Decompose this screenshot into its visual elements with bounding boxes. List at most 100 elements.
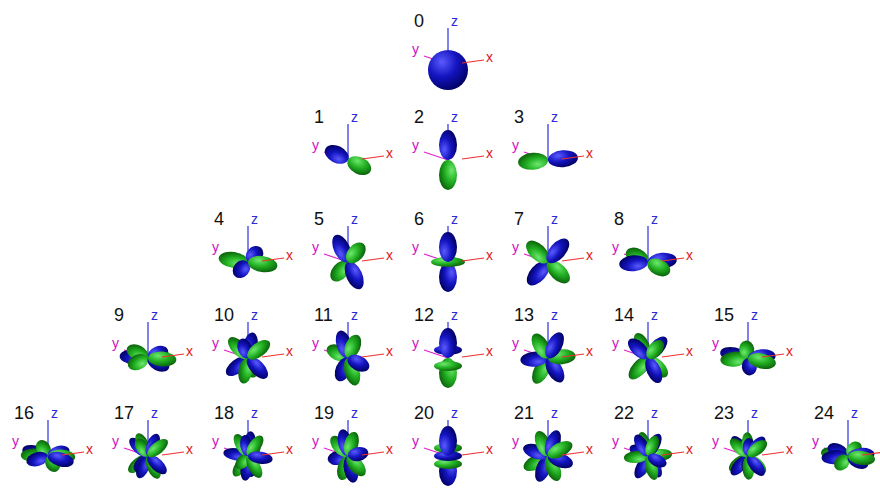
x-axis (862, 452, 880, 455)
orbital-shape (222, 331, 273, 385)
orbital-lobe (545, 437, 575, 462)
orbital-number: 9 (114, 306, 124, 324)
axis-label: x (386, 146, 393, 160)
x-axis (362, 156, 384, 159)
axis-label: z (551, 212, 558, 226)
orbital-shape (434, 426, 462, 486)
axis-label: z (151, 406, 158, 420)
orbital-number: 11 (314, 306, 333, 324)
axis-label: y (512, 434, 519, 448)
orbital-number: 8 (614, 210, 624, 228)
axis-label: x (86, 442, 93, 456)
axis-label: x (486, 146, 493, 160)
orbital-lobe (342, 239, 370, 268)
orbital-shape (125, 431, 171, 481)
axis-label: y (312, 434, 319, 448)
orbital-lobe (744, 437, 770, 461)
axis-label: z (51, 406, 58, 420)
axis-label: y (812, 434, 819, 448)
axis-label: y (412, 138, 419, 152)
axis-label: y (712, 434, 719, 448)
axis-label: x (586, 442, 593, 456)
axis-label: z (551, 308, 558, 322)
axis-label: z (651, 212, 658, 226)
axis-label: x (486, 50, 493, 64)
orbital-lobe (247, 450, 273, 465)
orbital-lobe (643, 333, 671, 363)
orbital-shape (434, 328, 462, 388)
orbital-shape (719, 340, 778, 377)
axis-label: y (12, 434, 19, 448)
orbital-shape (522, 234, 574, 289)
axis-label: z (251, 406, 258, 420)
axis-label: x (686, 344, 693, 358)
orbital-lobe (645, 451, 669, 471)
orbital-number: 3 (514, 108, 524, 126)
axis-label: x (586, 344, 593, 358)
orbital-lobe (439, 426, 457, 456)
axis-label: z (451, 110, 458, 124)
orbital-lobe (517, 152, 548, 171)
x-axis (562, 354, 584, 357)
orbital-shape (521, 428, 575, 484)
x-axis (462, 258, 484, 261)
orbital-shape (624, 330, 671, 385)
x-axis (162, 354, 184, 357)
axis-label: z (551, 406, 558, 420)
axis-label: y (512, 336, 519, 350)
orbital-number: 12 (414, 306, 434, 324)
axis-label: x (286, 248, 293, 262)
orbital-shape (326, 428, 369, 484)
x-axis (462, 156, 484, 159)
orbital-number: 4 (214, 210, 224, 228)
axis-label: z (451, 212, 458, 226)
axis-label: z (751, 308, 758, 322)
axis-label: y (212, 336, 219, 350)
orbital-shape (218, 242, 279, 281)
x-axis (362, 354, 384, 357)
axis-label: x (386, 344, 393, 358)
orbital-lobe (439, 130, 457, 160)
axis-label: z (251, 308, 258, 322)
orbital-lobe (439, 328, 457, 358)
axis-label: y (412, 434, 419, 448)
orbital-number: 2 (414, 108, 424, 126)
axis-label: z (351, 110, 358, 124)
orbital-lobe (439, 232, 457, 262)
orbital-lobe (746, 351, 777, 372)
axis-label: y (112, 336, 119, 350)
orbital-number: 5 (314, 210, 324, 228)
orbital-number: 15 (714, 306, 734, 324)
orbital-lobe (344, 152, 374, 178)
orbital-shape (326, 232, 369, 292)
axis-label: y (612, 336, 619, 350)
z-axis (547, 124, 548, 160)
x-axis (562, 452, 584, 455)
orbital-number: 20 (414, 404, 434, 422)
x-axis (662, 452, 684, 455)
orbital-lobe (643, 337, 668, 363)
axis-label: z (351, 308, 358, 322)
axis-label: x (186, 442, 193, 456)
orbital-number: 19 (314, 404, 334, 422)
x-axis (262, 452, 284, 455)
axis-label: x (586, 248, 593, 262)
orbital-number: 0 (414, 12, 424, 30)
orbital-shape (21, 437, 76, 474)
x-axis (262, 354, 284, 357)
axis-label: z (651, 308, 658, 322)
orbital-shape (820, 438, 876, 474)
orbital-shape (726, 432, 770, 480)
orbital-shape (223, 431, 274, 482)
orbital-ring (434, 361, 462, 371)
orbital-number: 23 (714, 404, 734, 422)
axis-label: x (286, 442, 293, 456)
axis-label: y (412, 42, 419, 56)
orbital-shape (517, 149, 578, 171)
orbital-lobe (847, 449, 876, 467)
orbital-shape (623, 431, 672, 482)
orbital-shape (428, 50, 468, 90)
axis-label: x (786, 344, 793, 358)
axis-label: y (412, 336, 419, 350)
